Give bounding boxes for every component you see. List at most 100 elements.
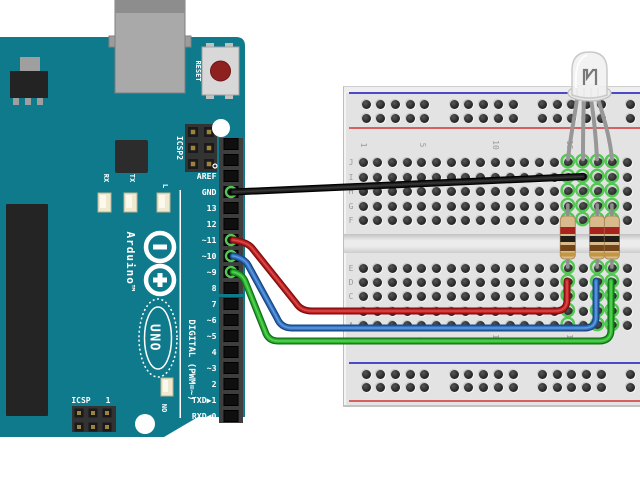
resistor[interactable] (589, 203, 606, 269)
breadboard-hole[interactable] (564, 306, 574, 316)
breadboard-hole[interactable] (479, 369, 489, 379)
breadboard-hole[interactable] (446, 263, 456, 273)
breadboard-hole[interactable] (534, 157, 544, 167)
breadboard-hole[interactable] (579, 277, 588, 287)
breadboard-hole[interactable] (534, 186, 544, 196)
breadboard-hole[interactable] (461, 201, 471, 211)
breadboard-hole[interactable] (405, 369, 415, 379)
breadboard-hole[interactable] (358, 172, 368, 182)
breadboard-hole[interactable] (534, 277, 544, 287)
breadboard-hole[interactable] (552, 99, 562, 109)
breadboard-hole[interactable] (464, 369, 474, 379)
breadboard-hole[interactable] (490, 201, 500, 211)
wire-pin10-blue[interactable] (229, 252, 600, 332)
breadboard-hole[interactable] (446, 291, 456, 301)
breadboard-hole[interactable] (387, 291, 397, 301)
breadboard-hole[interactable] (461, 263, 471, 273)
breadboard-hole[interactable] (387, 201, 397, 211)
breadboard-hole[interactable] (432, 263, 441, 273)
breadboard-hole[interactable] (432, 215, 441, 225)
breadboard-hole[interactable] (549, 215, 559, 225)
breadboard-hole[interactable] (549, 201, 559, 211)
breadboard-hole[interactable] (493, 369, 503, 379)
breadboard-hole[interactable] (490, 215, 500, 225)
breadboard-hole[interactable] (461, 172, 471, 182)
breadboard-hole[interactable] (505, 291, 515, 301)
breadboard-hole[interactable] (520, 277, 530, 287)
breadboard-hole[interactable] (476, 291, 486, 301)
breadboard-hole[interactable] (446, 186, 456, 196)
breadboard-hole[interactable] (552, 382, 562, 392)
resistor[interactable] (603, 203, 620, 269)
arduino-uno-board[interactable]: RESET ICSP2 RX TX L (0, 0, 245, 437)
breadboard-hole[interactable] (358, 291, 368, 301)
breadboard-hole[interactable] (508, 382, 518, 392)
breadboard-hole[interactable] (373, 215, 383, 225)
breadboard-hole[interactable] (520, 201, 530, 211)
breadboard-hole[interactable] (446, 215, 456, 225)
breadboard-hole[interactable] (582, 382, 591, 392)
breadboard-hole[interactable] (490, 186, 500, 196)
breadboard-hole[interactable] (461, 277, 471, 287)
breadboard-hole[interactable] (358, 277, 368, 287)
breadboard-hole[interactable] (387, 215, 397, 225)
breadboard-hole[interactable] (464, 113, 474, 123)
breadboard-hole[interactable] (508, 99, 518, 109)
breadboard-hole[interactable] (373, 157, 383, 167)
breadboard-hole[interactable] (623, 215, 633, 225)
breadboard-hole[interactable] (623, 172, 633, 182)
breadboard-hole[interactable] (549, 277, 559, 287)
breadboard-hole[interactable] (446, 277, 456, 287)
rgb-led[interactable] (567, 51, 612, 102)
breadboard-hole[interactable] (390, 113, 400, 123)
breadboard-hole[interactable] (361, 369, 371, 379)
breadboard-hole[interactable] (593, 320, 603, 330)
breadboard-hole[interactable] (537, 113, 547, 123)
breadboard-hole[interactable] (626, 99, 636, 109)
breadboard-hole[interactable] (552, 113, 562, 123)
breadboard-hole[interactable] (464, 382, 474, 392)
breadboard-hole[interactable] (490, 157, 500, 167)
breadboard-hole[interactable] (490, 277, 500, 287)
breadboard-hole[interactable] (376, 99, 386, 109)
breadboard-hole[interactable] (390, 99, 400, 109)
breadboard-hole[interactable] (537, 99, 547, 109)
breadboard-hole[interactable] (376, 113, 386, 123)
breadboard-hole[interactable] (361, 382, 371, 392)
breadboard-hole[interactable] (402, 291, 412, 301)
breadboard-hole[interactable] (567, 113, 577, 123)
breadboard-hole[interactable] (358, 186, 368, 196)
breadboard-hole[interactable] (417, 277, 427, 287)
breadboard-hole[interactable] (432, 291, 441, 301)
breadboard-hole[interactable] (505, 186, 515, 196)
breadboard-hole[interactable] (402, 172, 412, 182)
reset-button[interactable] (201, 43, 240, 99)
breadboard-hole[interactable] (505, 201, 515, 211)
breadboard-hole[interactable] (464, 99, 474, 109)
breadboard-hole[interactable] (549, 186, 559, 196)
breadboard-hole[interactable] (373, 277, 383, 287)
resistor[interactable] (559, 203, 576, 269)
breadboard-hole[interactable] (490, 291, 500, 301)
breadboard-hole[interactable] (537, 369, 547, 379)
breadboard-hole[interactable] (402, 277, 412, 287)
breadboard-hole[interactable] (608, 157, 618, 167)
breadboard-hole[interactable] (520, 186, 530, 196)
breadboard-hole[interactable] (582, 369, 591, 379)
breadboard-hole[interactable] (549, 157, 559, 167)
breadboard-hole[interactable] (358, 201, 368, 211)
breadboard-hole[interactable] (564, 186, 574, 196)
breadboard-hole[interactable] (579, 263, 588, 273)
breadboard-hole[interactable] (461, 157, 471, 167)
breadboard-hole[interactable] (373, 172, 383, 182)
breadboard-hole[interactable] (534, 201, 544, 211)
breadboard-hole[interactable] (579, 201, 588, 211)
breadboard-hole[interactable] (405, 113, 415, 123)
breadboard-hole[interactable] (549, 263, 559, 273)
breadboard-hole[interactable] (420, 369, 430, 379)
breadboard-hole[interactable] (534, 263, 544, 273)
breadboard-hole[interactable] (579, 306, 588, 316)
breadboard-hole[interactable] (361, 99, 371, 109)
breadboard-hole[interactable] (608, 186, 618, 196)
breadboard-hole[interactable] (567, 382, 577, 392)
